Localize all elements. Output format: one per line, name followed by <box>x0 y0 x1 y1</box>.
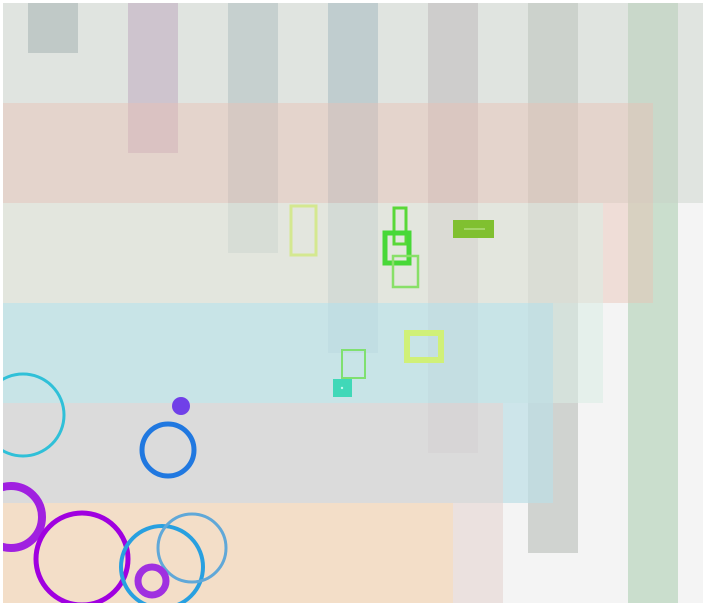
green-block-rect <box>382 230 412 266</box>
shapes-layer <box>3 204 494 603</box>
cyan-ring <box>3 372 66 458</box>
green-tall-rect <box>392 206 408 246</box>
abstract-canvas <box>3 3 703 603</box>
purple-ring-large <box>33 510 131 603</box>
lime-outline-rect <box>289 204 318 257</box>
green-outline-square <box>341 349 366 379</box>
purple-ring-left <box>3 482 46 552</box>
violet-dot <box>172 397 190 415</box>
column-mauve <box>128 3 178 153</box>
yellow-green-rect <box>404 330 444 363</box>
column-green <box>628 3 678 603</box>
teal-square-dot <box>340 386 344 390</box>
purple-ring-small <box>134 563 170 599</box>
steel-ring <box>156 512 228 584</box>
green-small-rect <box>391 254 420 289</box>
blue-ring <box>139 421 197 479</box>
band-peach <box>3 503 453 603</box>
column-gray-top-left <box>28 3 78 53</box>
sky-ring <box>119 524 205 603</box>
band-gray-top <box>3 3 703 203</box>
